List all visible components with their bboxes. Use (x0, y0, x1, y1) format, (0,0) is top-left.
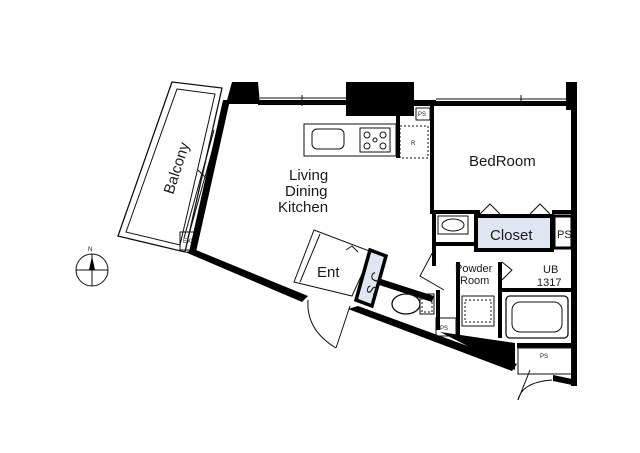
svg-text:PS: PS (540, 354, 548, 360)
svg-text:PS: PS (557, 229, 572, 241)
refrigerator-space: R (399, 125, 429, 159)
exterior-walls (185, 82, 577, 386)
unit-bath (500, 261, 572, 339)
shoe-closet (353, 247, 389, 309)
powder-room (419, 214, 502, 338)
entrance (293, 229, 373, 349)
svg-text:PS: PS (440, 326, 448, 332)
shoe-closet-label: S.C (363, 270, 385, 297)
toilet (376, 278, 440, 330)
powder-label-line2: Room (460, 275, 489, 287)
svg-text:PS: PS (418, 112, 426, 118)
windows (260, 95, 566, 106)
svg-text:R: R (411, 141, 416, 147)
ldk-label-living: Living (289, 167, 328, 184)
ub-label-line1: UB (543, 264, 558, 276)
ps-shaft-top: PS (415, 107, 431, 121)
ldk-label-kitchen: Kitchen (278, 199, 328, 216)
svg-text:EXP: EXP (183, 239, 195, 245)
ub-label-line2: 1317 (537, 277, 561, 289)
ps-shaft-right: PS (552, 214, 574, 250)
north-compass: N (75, 247, 109, 287)
bedroom-lower-wall (430, 203, 574, 215)
entrance-label: Ent (317, 264, 340, 281)
closet-label: Closet (490, 227, 533, 244)
bedroom-label: BedRoom (469, 153, 536, 170)
entry-door-bath (517, 369, 553, 401)
balcony-label: Balcony (161, 140, 194, 196)
kitchen-counter (303, 123, 397, 157)
powder-label-line1: Powder (455, 263, 493, 275)
closet (474, 214, 554, 252)
ldk-label-dining: Dining (285, 183, 328, 200)
ps-shaft-bottom: PS (517, 347, 573, 375)
svg-text:N: N (88, 247, 92, 253)
